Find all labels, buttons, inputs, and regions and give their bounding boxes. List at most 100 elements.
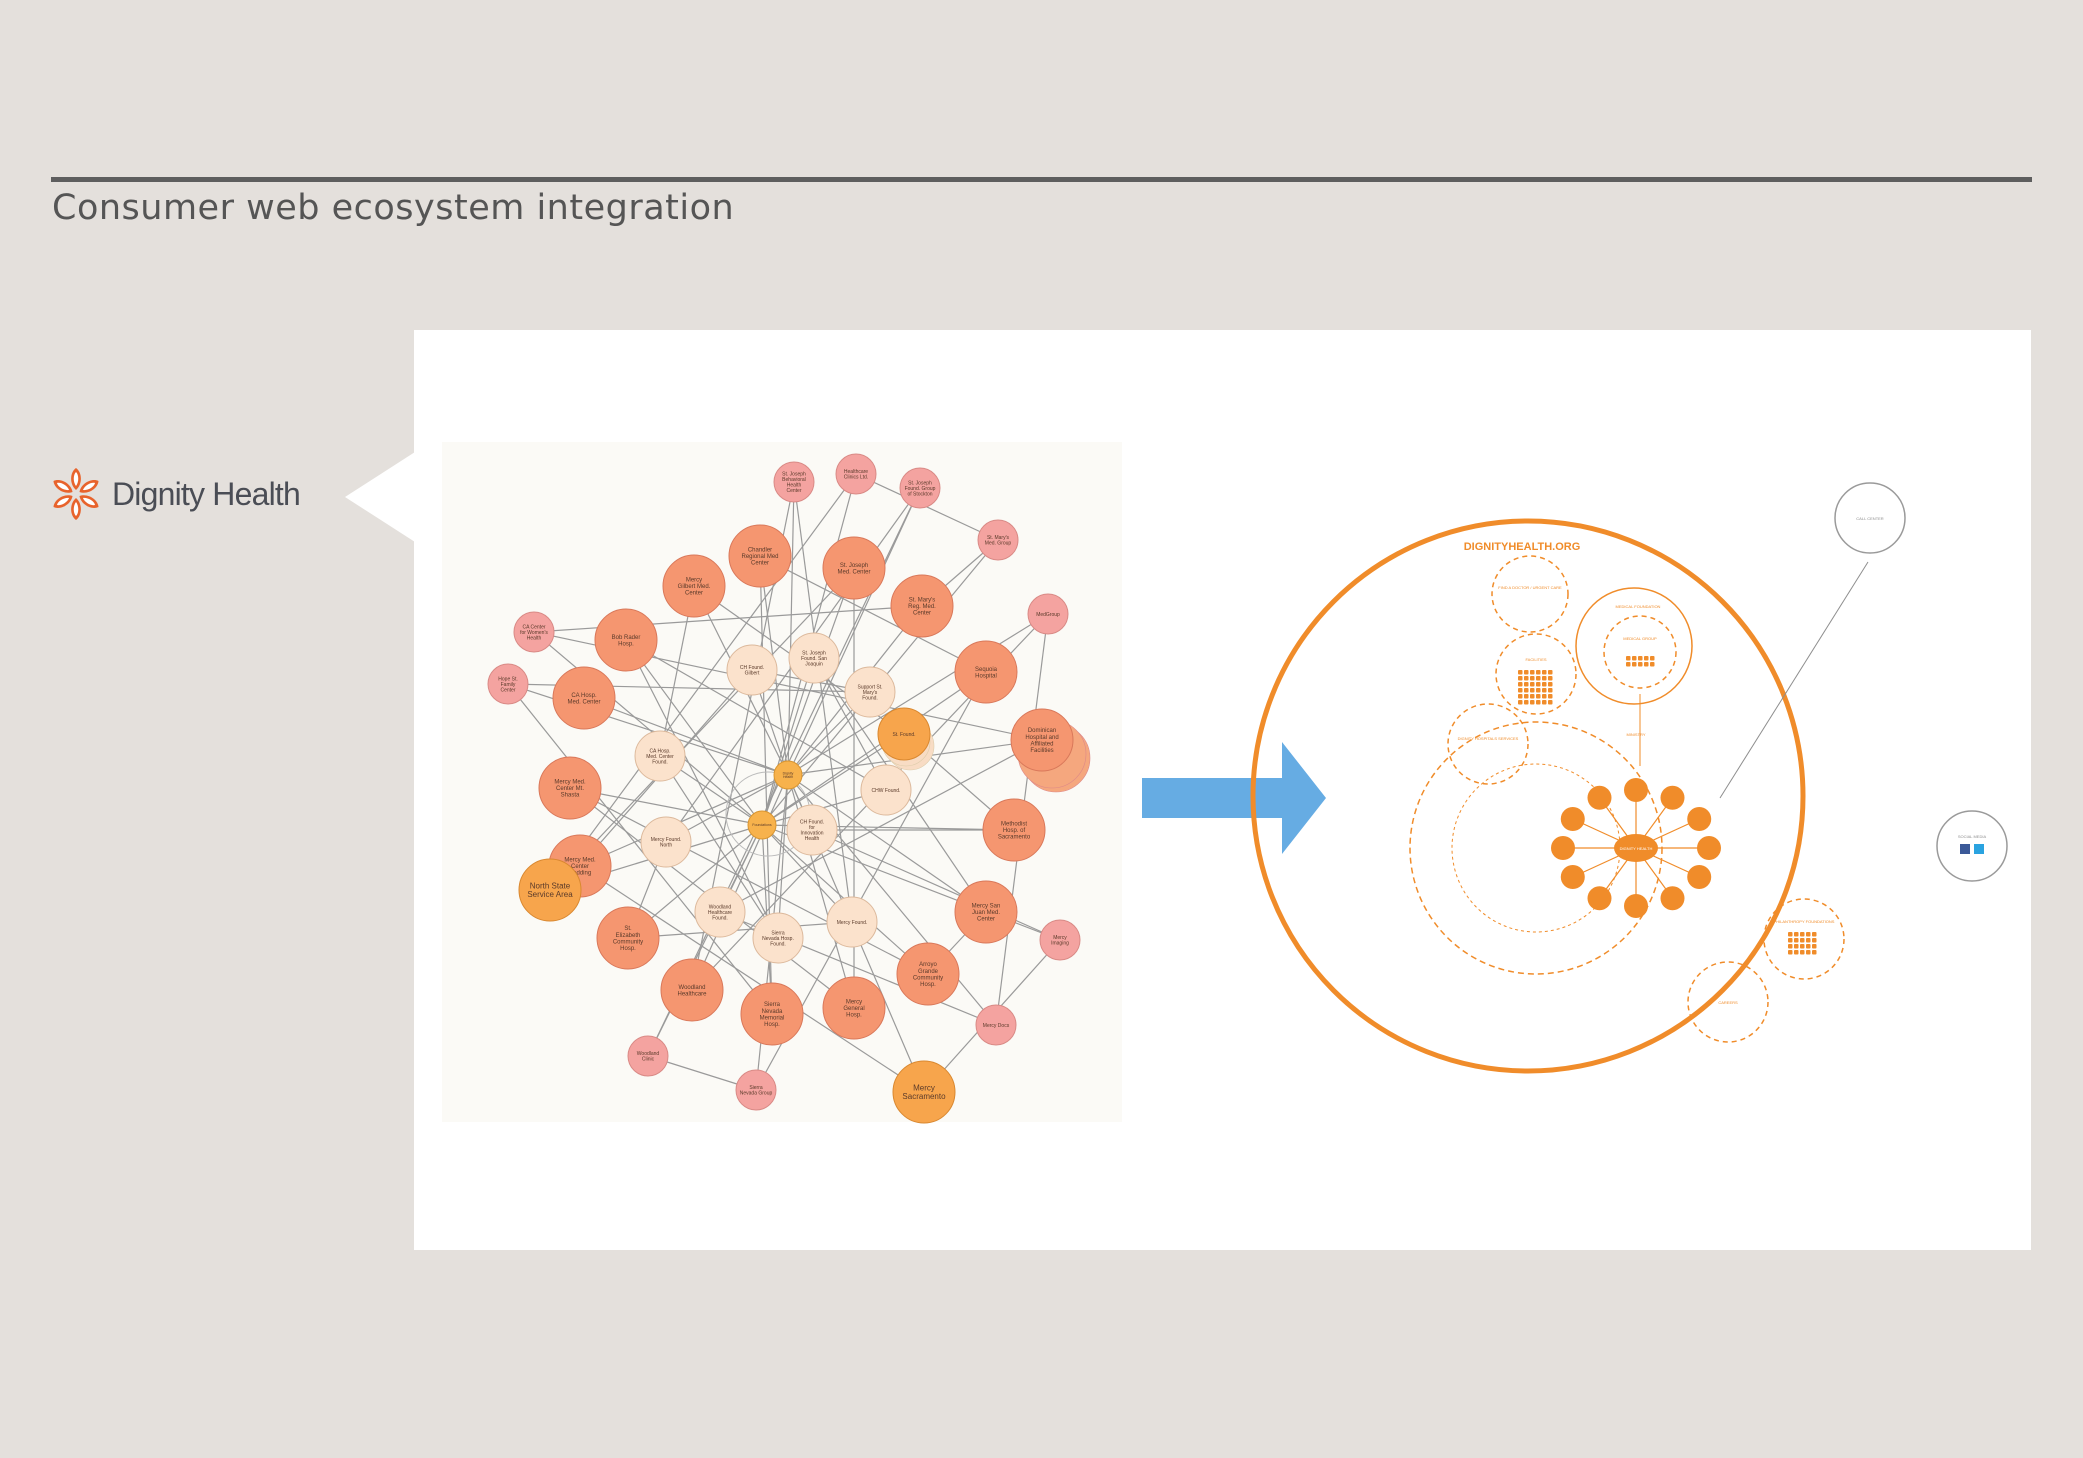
spoke-node [1687,807,1712,831]
ministry-label: MINISTRY [1626,732,1645,737]
grid-dot [1806,944,1811,949]
logo-text: Dignity Health [112,475,301,512]
spoke-node [1697,836,1721,860]
network-edge [625,639,779,939]
medical-foundation-circle [1575,587,1693,705]
network-node-small: MedGroup [1027,593,1069,635]
network-edge [579,865,925,1093]
grid-dot [1548,694,1553,699]
grid-dot [1650,656,1655,661]
grid-dot [1548,676,1553,681]
find-doctor-label: FIND A DOCTOR / URGENT CARE [1498,585,1562,590]
grid-dot [1536,676,1541,681]
philanthropy-label: PHILANTHROPY FOUNDATIONS [1774,919,1835,924]
callout-pointer [345,452,415,542]
icon-grids [1518,656,1817,955]
network-edge [549,473,857,891]
network-edge [549,567,855,891]
grid-dot [1518,670,1523,675]
medical-foundation-label: MEDICAL FOUNDATION [1616,604,1661,609]
svg-text:Foundations: Foundations [752,823,772,827]
grid-dot [1524,700,1529,705]
network-edge [811,829,1061,941]
grid-dot [1632,662,1637,667]
network-edge [761,657,815,826]
grid-dot [1524,682,1529,687]
call-center-label: CALL CENTER [1856,516,1884,521]
grid-dot [1524,676,1529,681]
svg-text:CHW Found.: CHW Found. [872,788,901,794]
network-edge [759,555,987,673]
network-node-hub: Foundations [747,810,777,840]
grid-dot [1806,938,1811,943]
svg-text:Mercy Docs: Mercy Docs [983,1023,1010,1029]
grid-dot [1530,688,1535,693]
grid-dot [1530,700,1535,705]
spoke-node [1687,865,1712,889]
grid-dot [1536,682,1541,687]
ecosystem-center-label: DIGNITY HEALTH [1620,846,1653,851]
grid-dot [1518,694,1523,699]
grid-dot [1632,656,1637,661]
page-title: Consumer web ecosystem integration [52,188,735,228]
grid-dot [1638,656,1643,661]
twitter-icon [1974,844,1984,854]
grid-dot [1548,682,1553,687]
svg-text:Mercy Found.North: Mercy Found.North [651,837,682,849]
philanthropy-circle [1763,898,1845,980]
grid-dot [1518,700,1523,705]
grid-dot [1524,694,1529,699]
spoke-node [1551,836,1575,860]
grid-dot [1800,950,1805,955]
ecosystem-title: DIGNITYHEALTH.ORG [1464,541,1581,553]
grid-dot [1542,670,1547,675]
svg-text:Mercy Found.: Mercy Found. [837,920,868,926]
grid-dot [1812,944,1817,949]
network-edge [569,787,763,826]
grid-dot [1524,688,1529,693]
grid-dot [1638,662,1643,667]
grid-dot [1644,662,1649,667]
grid-dot [1524,670,1529,675]
spoke-node [1660,886,1685,911]
dignity-health-star-icon [51,468,101,520]
grid-dot [1800,938,1805,943]
network-node-small: Mercy Docs [975,1004,1017,1046]
social-media-label: SOCIAL MEDIA [1958,834,1987,839]
spoke-node [1587,886,1612,911]
network-node-large: CA Hosp.Med. Center [552,666,616,730]
call-center-connector [1719,561,1869,799]
